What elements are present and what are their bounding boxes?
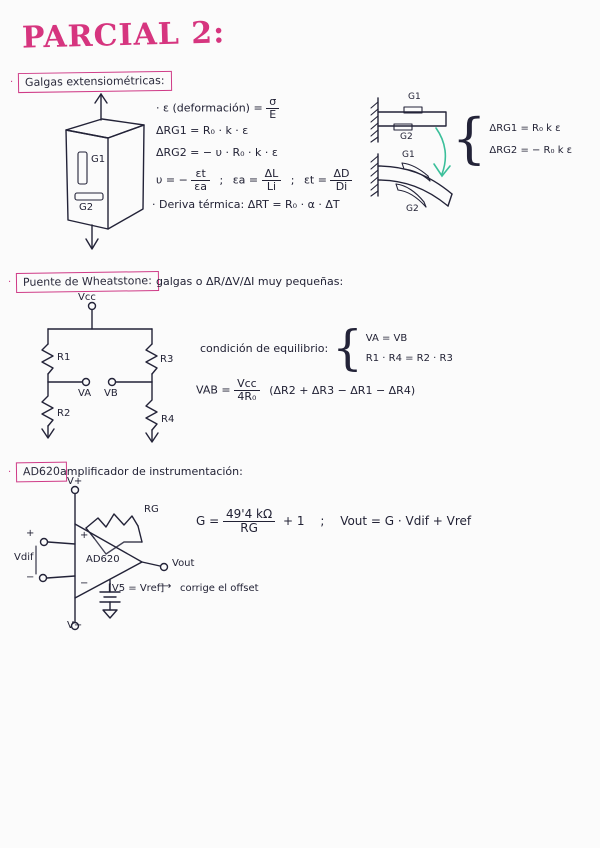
equilibrium-condition: condición de equilibrio: { VA = VB R1 · … bbox=[200, 320, 453, 376]
axial-strain-lhs: εa = bbox=[232, 173, 259, 187]
section-heading-wheatstone: · Puente de Wheatstone: bbox=[8, 270, 160, 293]
transverse-strain-fraction: ΔD Di bbox=[330, 168, 353, 193]
wheatstone-circuit: Vcc R1 R3 R2 R4 VA VB bbox=[20, 292, 190, 446]
ad620-schematic: V+ V− + − Vdif + − AD620 RG Vout bbox=[14, 476, 195, 635]
strain-gauges-label: Galgas extensiométricas: bbox=[18, 70, 172, 94]
equilibrium-line-1: VA = VB bbox=[365, 332, 408, 344]
formula-delta-rg2: ΔRG2 = − υ · R₀ · k · ε bbox=[156, 146, 278, 159]
vout-formula: Vout = G · Vdif + Vref bbox=[340, 514, 472, 528]
thermal-bullet: · bbox=[152, 198, 156, 211]
bridge-output-lhs: VAB = bbox=[196, 383, 231, 397]
node-label-va: VA bbox=[78, 388, 92, 399]
gain-lhs: G = bbox=[196, 514, 220, 528]
gain-den: RG bbox=[240, 520, 258, 535]
gauge-label-g2: G2 bbox=[79, 202, 94, 213]
bridge-output-fraction: Vcc 4R₀ bbox=[234, 378, 260, 402]
gain-num: 49'4 kΩ bbox=[223, 508, 276, 522]
axial-num: ΔL bbox=[261, 168, 282, 181]
formula-strain-definition: · ε (deformación) = σ E bbox=[156, 96, 280, 121]
wheatstone-label: Puente de Wheatstone: bbox=[16, 271, 160, 293]
bullet: · bbox=[156, 101, 160, 115]
specimen-block-diagram: G1 G2 bbox=[44, 92, 174, 252]
poisson-sep-2: ; bbox=[290, 173, 295, 187]
thermal-drift-text: Deriva térmica: ΔRT = R₀ · α · ΔT bbox=[159, 198, 340, 211]
poisson-num: εt bbox=[191, 168, 210, 181]
chip-label-ad620: AD620 bbox=[86, 554, 120, 565]
resistor-label-r3: R3 bbox=[160, 354, 174, 365]
gain-fraction: 49'4 kΩ RG bbox=[223, 508, 276, 535]
equilibrium-label: condición de equilibrio: bbox=[200, 341, 329, 355]
supply-label-vplus: V+ bbox=[67, 476, 83, 487]
cantilever-gauge-g2: G2 bbox=[400, 132, 413, 142]
supply-label-vcc: Vcc bbox=[78, 292, 96, 303]
cantilever-diagram-straight: G1 G2 bbox=[370, 92, 480, 146]
gain-resistor-label-rg: RG bbox=[144, 504, 159, 515]
node-label-vb: VB bbox=[104, 388, 118, 399]
vref-arrow-icon: ⟶ bbox=[157, 581, 172, 592]
poisson-fraction: εt εa bbox=[191, 168, 210, 192]
bridge-output-formula: VAB = Vcc 4R₀ (ΔR2 + ΔR3 − ΔR1 − ΔR4) bbox=[196, 378, 415, 402]
gain-formula: G = 49'4 kΩ RG + 1 ; Vout = G · Vdif + V… bbox=[196, 508, 471, 534]
deflection-arrow-icon bbox=[428, 126, 468, 182]
opamp-plus-terminal: + bbox=[80, 530, 89, 541]
transverse-num: ΔD bbox=[330, 168, 353, 181]
cantilever-gauge-g1: G1 bbox=[408, 92, 421, 102]
output-label-vout: Vout bbox=[172, 558, 195, 569]
gain-separator: ; bbox=[320, 514, 325, 528]
poisson-lhs: υ = − bbox=[156, 173, 188, 187]
axial-strain-fraction: ΔL Li bbox=[261, 168, 282, 193]
section-heading-strain-gauges: · Galgas extensiométricas: bbox=[10, 70, 172, 94]
resistor-label-r1: R1 bbox=[57, 352, 71, 363]
equilibrium-line-2: R1 · R4 = R2 · R3 bbox=[365, 352, 453, 364]
poisson-den: εa bbox=[194, 179, 207, 193]
cantilever-equations: { ΔRG1 = R₀ k ε ΔRG2 = − R₀ k ε bbox=[452, 107, 573, 170]
opamp-minus-terminal: − bbox=[80, 578, 89, 589]
supply-label-vminus: V− bbox=[67, 620, 83, 631]
strain-def-fraction: σ E bbox=[266, 96, 280, 121]
vref-label: [V5 = Vref] bbox=[108, 583, 165, 594]
input-minus-sign: − bbox=[26, 572, 35, 583]
wheatstone-note: galgas o ΔR/ΔV/ΔI muy pequeñas: bbox=[156, 275, 344, 288]
bridge-output-rhs: (ΔR2 + ΔR3 − ΔR1 − ΔR4) bbox=[269, 383, 416, 397]
strain-def-lhs: ε (deformación) = bbox=[163, 101, 263, 115]
input-plus-sign: + bbox=[26, 528, 35, 539]
strain-def-numerator: σ bbox=[266, 96, 280, 109]
bridge-output-den: 4R₀ bbox=[237, 389, 257, 403]
formula-poisson: υ = − εt εa ; εa = ΔL Li ; εt = ΔD Di bbox=[156, 168, 353, 193]
resistor-label-r4: R4 bbox=[161, 414, 175, 425]
page-title: PARCIAL 2: bbox=[21, 15, 226, 56]
bridge-output-num: Vcc bbox=[234, 378, 260, 391]
cantilever-bent-gauge-g2: G2 bbox=[406, 204, 419, 214]
gauge-label-g1: G1 bbox=[91, 154, 106, 165]
cantilever-bent-gauge-g1: G1 bbox=[402, 150, 415, 160]
strain-def-denominator: E bbox=[269, 107, 277, 121]
cantilever-eq-1: ΔRG1 = R₀ k ε bbox=[489, 122, 561, 134]
resistor-label-r2: R2 bbox=[57, 408, 71, 419]
ad620-note: amplificador de instrumentación: bbox=[60, 465, 243, 478]
transverse-den: Di bbox=[335, 179, 348, 193]
vref-note: corrige el offset bbox=[180, 583, 259, 594]
input-label-vdif: Vdif bbox=[14, 552, 34, 563]
cantilever-diagram-bent: G1 G2 bbox=[370, 150, 490, 214]
formula-thermal-drift: · Deriva térmica: ΔRT = R₀ · α · ΔT bbox=[152, 198, 340, 211]
cantilever-eq-2: ΔRG2 = − R₀ k ε bbox=[489, 144, 573, 156]
poisson-sep-1: ; bbox=[219, 173, 224, 187]
axial-den: Li bbox=[266, 179, 277, 193]
gain-plus-one: + 1 bbox=[282, 514, 305, 528]
section-heading-ad620: · AD620 bbox=[8, 460, 68, 483]
transverse-strain-lhs: εt = bbox=[303, 173, 327, 187]
formula-delta-rg1: ΔRG1 = R₀ · k · ε bbox=[156, 124, 249, 137]
